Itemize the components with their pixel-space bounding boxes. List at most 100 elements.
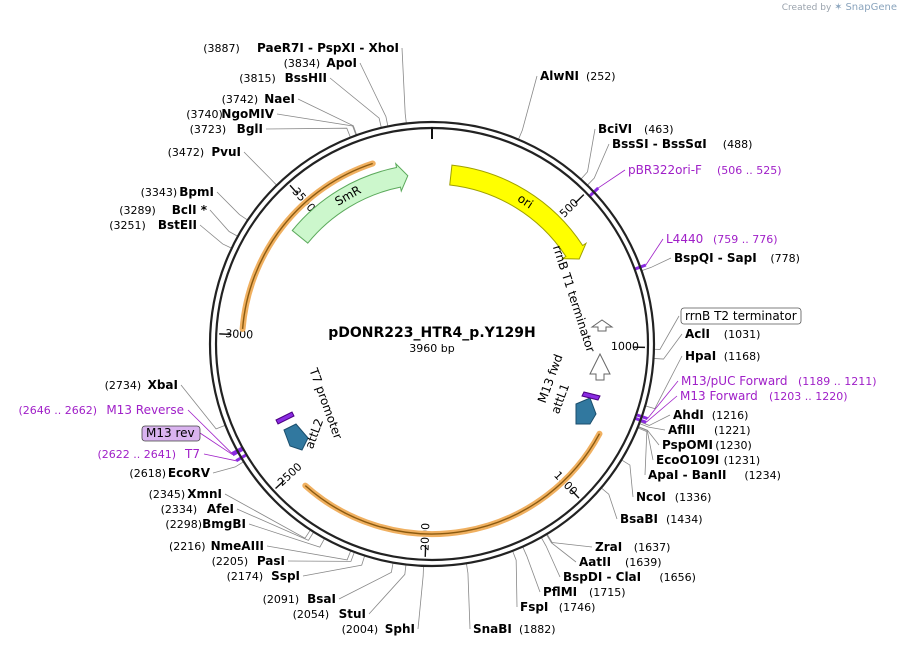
enzyme-site-aatii[interactable]: AatII(1639) xyxy=(579,555,662,569)
feature-ori[interactable] xyxy=(449,164,588,260)
enzyme-leader-line xyxy=(287,551,355,562)
enzyme-site-paer7i-pspxi-xhoi[interactable]: PaeR7I - PspXI - XhoI(3887) xyxy=(203,41,399,55)
enzyme-coord: (1715) xyxy=(589,586,626,599)
enzyme-site-bcli[interactable]: BclI *(3289) xyxy=(119,203,207,217)
enzyme-site-sphi[interactable]: SphI(2004) xyxy=(342,622,415,636)
enzyme-leader-line xyxy=(522,546,541,593)
feature-smr[interactable] xyxy=(291,162,409,244)
primer-name: pBR322ori-F xyxy=(628,163,702,177)
primer-m13-reverse[interactable]: M13 Reverse(2646 .. 2662) xyxy=(18,403,184,417)
enzyme-name: BglI xyxy=(237,122,263,136)
enzyme-name: PasI xyxy=(257,554,285,568)
primer-t7[interactable]: T7(2622 .. 2641) xyxy=(97,447,200,461)
enzyme-site-stui[interactable]: StuI(2054) xyxy=(293,607,366,621)
enzyme-name: BspQI - SapI xyxy=(674,251,757,265)
enzyme-name: ZraI xyxy=(595,540,622,554)
enzyme-site-apoi[interactable]: ApoI(3834) xyxy=(284,56,357,70)
enzyme-name: PvuI xyxy=(211,145,241,159)
enzyme-site-pvui[interactable]: PvuI(3472) xyxy=(168,145,241,159)
enzyme-site-ahdi[interactable]: AhdI(1216) xyxy=(673,408,748,422)
enzyme-site-bsshii[interactable]: BssHII(3815) xyxy=(239,71,327,85)
enzyme-coord: (2174) xyxy=(227,570,264,583)
enzyme-site-hpai[interactable]: HpaI(1168) xyxy=(685,349,760,363)
enzyme-leader-line xyxy=(243,151,278,186)
enzyme-site-bsssi-bsss-i[interactable]: BssSI - BssSαI (488) xyxy=(612,137,752,151)
enzyme-site-ecoo109i[interactable]: EcoO109I(1231) xyxy=(656,453,760,467)
enzyme-site-sspi[interactable]: SspI (2174) xyxy=(227,569,300,583)
enzyme-coord: (3343) xyxy=(141,186,178,199)
enzyme-site-pspomi[interactable]: PspOMI(1230) xyxy=(662,438,752,452)
enzyme-site-bcivi[interactable]: BciVI(463) xyxy=(598,122,674,136)
enzyme-site-nmeaiii[interactable]: NmeAIII(2216) xyxy=(169,539,264,553)
primer-m13-puc-forward[interactable]: M13/pUC Forward(1189 .. 1211) xyxy=(681,374,877,388)
enzyme-site-pasi[interactable]: PasI (2205) xyxy=(212,554,285,568)
feature-rrnb-t2-terminator[interactable]: rrnB T2 terminator xyxy=(680,307,802,325)
enzyme-name: NgoMIV xyxy=(221,107,274,121)
enzyme-site-bmgbi[interactable]: BmgBI(2298) xyxy=(165,517,246,531)
enzyme-site-xbai[interactable]: XbaI(2734) xyxy=(105,378,178,392)
enzyme-leader-line xyxy=(338,562,394,600)
primer-name: T7 xyxy=(184,447,200,461)
enzyme-site-bspdi-clai[interactable]: BspDI - ClaI(1656) xyxy=(563,570,696,584)
primer-leader-line xyxy=(647,380,679,419)
enzyme-site-bpmi[interactable]: BpmI(3343) xyxy=(141,185,214,199)
enzyme-name: AatII xyxy=(579,555,611,569)
enzyme-site-alwni[interactable]: AlwNI(252) xyxy=(540,69,616,83)
enzyme-site-bgli[interactable]: BglI(3723) xyxy=(190,122,263,136)
primer-pbr322ori-f[interactable]: pBR322ori-F(506 .. 525) xyxy=(628,163,782,177)
enzyme-site-acli[interactable]: AclI(1031) xyxy=(685,327,760,341)
primer-name: M13 rev xyxy=(146,426,195,440)
primer-m13-rev[interactable]: M13 rev xyxy=(141,425,201,442)
enzyme-name: FspI xyxy=(520,600,548,614)
feature-attl2[interactable] xyxy=(283,423,309,451)
feature-t7-promoter-site[interactable] xyxy=(275,411,295,425)
enzyme-name: BclI * xyxy=(172,203,208,217)
backbone-outer-ring xyxy=(208,120,656,568)
enzyme-site-ncoi[interactable]: NcoI(1336) xyxy=(636,490,711,504)
enzyme-coord: (488) xyxy=(723,138,753,151)
enzyme-name: SspI xyxy=(271,569,300,583)
enzyme-site-bspqi-sapi[interactable]: BspQI - SapI(778) xyxy=(674,251,800,265)
enzyme-site-fspi[interactable]: FspI(1746) xyxy=(520,600,595,614)
enzyme-site-afei[interactable]: AfeI(2334) xyxy=(161,502,234,516)
enzyme-leader-line xyxy=(518,75,538,140)
enzyme-site-pflmi[interactable]: PflMI(1715) xyxy=(543,585,626,599)
enzyme-site-snabi[interactable]: SnaBI(1882) xyxy=(473,622,556,636)
enzyme-name: AlwNI xyxy=(540,69,579,83)
enzyme-leader-line xyxy=(329,77,382,128)
enzyme-coord: (1882) xyxy=(519,623,556,636)
feature-rrnb-t1[interactable] xyxy=(590,319,614,332)
primer-coord: (759 .. 776) xyxy=(713,233,778,246)
primer-coord: (1203 .. 1220) xyxy=(769,390,848,403)
feature-m13-fwd-site[interactable] xyxy=(581,391,601,401)
enzyme-coord: (2091) xyxy=(263,593,300,606)
primer-l4440[interactable]: L4440 (759 .. 776) xyxy=(666,232,778,246)
enzyme-coord: (1231) xyxy=(724,454,761,467)
primer-name: L4440 xyxy=(666,232,703,246)
plasmid-size: 3960 bp xyxy=(409,342,454,355)
enzyme-site-bsai[interactable]: BsaI(2091) xyxy=(263,592,336,606)
enzyme-name: SphI xyxy=(385,622,415,636)
enzyme-name: BssSI - BssSαI xyxy=(612,137,707,151)
enzyme-name: StuI xyxy=(339,607,366,621)
enzyme-site-ecorv[interactable]: EcoRV(2618) xyxy=(129,466,210,480)
enzyme-leader-line xyxy=(266,545,352,561)
enzyme-site-apai-banii[interactable]: ApaI - BanII(1234) xyxy=(648,468,781,482)
enzyme-site-xmni[interactable]: XmnI(2345) xyxy=(149,487,222,501)
enzyme-name: XbaI xyxy=(148,378,178,392)
enzyme-site-aflii[interactable]: AflII(1221) xyxy=(668,423,751,437)
enzyme-coord: (2205) xyxy=(212,555,249,568)
enzyme-site-bsteii[interactable]: BstEII(3251) xyxy=(109,218,197,232)
enzyme-coord: (1230) xyxy=(715,439,752,452)
enzyme-site-bsabi[interactable]: BsaBI(1434) xyxy=(620,512,703,526)
feature-label-box xyxy=(680,307,802,325)
plasmid-name: pDONR223_HTR4_p.Y129H xyxy=(328,325,535,341)
primer-m13-forward[interactable]: M13 Forward(1203 .. 1220) xyxy=(680,389,848,403)
enzyme-name: NcoI xyxy=(636,490,666,504)
enzyme-leader-line xyxy=(641,257,672,272)
enzyme-site-naei[interactable]: NaeI(3742) xyxy=(222,92,295,106)
feature-attl1[interactable] xyxy=(575,397,597,425)
primer-coord: (2646 .. 2662) xyxy=(18,404,97,417)
enzyme-site-ngomiv[interactable]: NgoMIV(3740) xyxy=(186,107,274,121)
enzyme-site-zrai[interactable]: ZraI(1637) xyxy=(595,540,670,554)
